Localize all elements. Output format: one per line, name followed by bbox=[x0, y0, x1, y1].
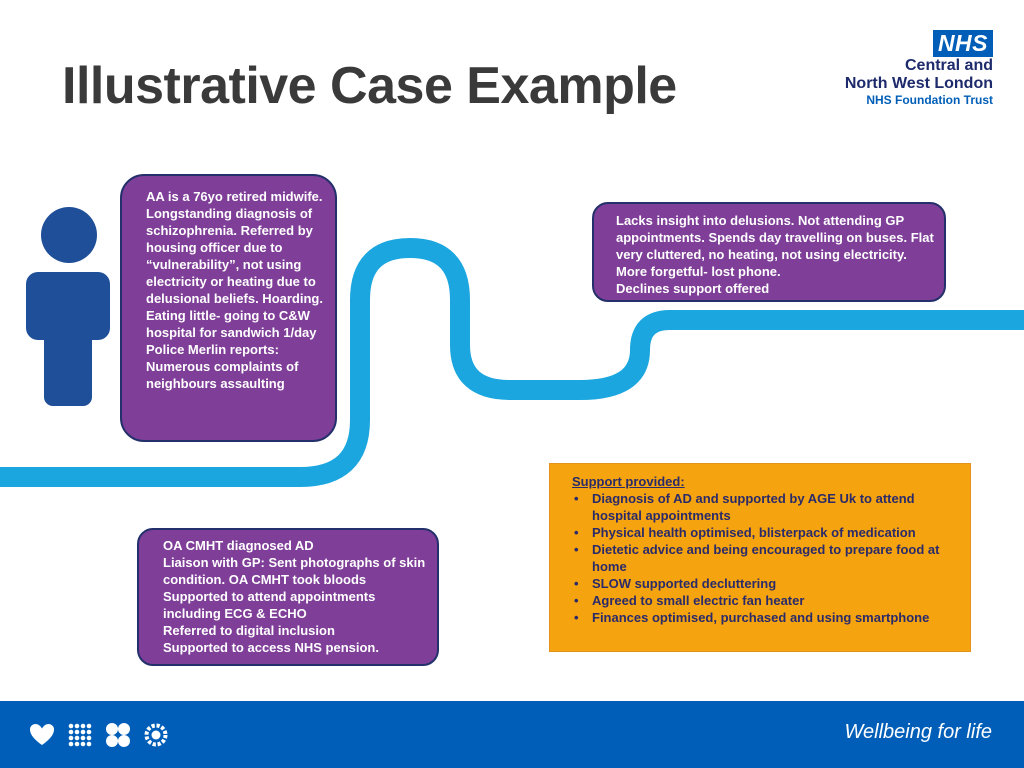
support-item: SLOW supported decluttering bbox=[572, 575, 958, 592]
tagline: Wellbeing for life bbox=[844, 721, 992, 743]
footer-icons bbox=[28, 721, 170, 749]
case-intro-text: AA is a 76yo retired midwife. Longstandi… bbox=[146, 189, 323, 340]
heart-icon bbox=[30, 724, 54, 745]
nhs-badge: NHS bbox=[932, 30, 993, 57]
case-police-text: Police Merlin reports: Numerous complain… bbox=[146, 342, 299, 391]
slide-title: Illustrative Case Example bbox=[62, 57, 677, 115]
logo-line-3: NHS Foundation Trust bbox=[866, 93, 993, 107]
cmht-line: OA CMHT diagnosed AD bbox=[163, 538, 314, 553]
journey-path-line bbox=[0, 238, 1024, 487]
person-icon bbox=[26, 207, 110, 406]
cmht-line: Referred to digital inclusion bbox=[163, 623, 335, 638]
support-heading: Support provided: bbox=[572, 474, 685, 489]
case-insight-box: Lacks insight into delusions. Not attend… bbox=[592, 202, 946, 302]
dots-grid-icon bbox=[68, 723, 92, 747]
case-declines-text: Declines support offered bbox=[616, 281, 770, 296]
footer-bar: Wellbeing for life bbox=[0, 701, 1024, 768]
support-list: Diagnosis of AD and supported by AGE Uk … bbox=[572, 490, 958, 626]
cmht-line: Liaison with GP: Sent photographs of ski… bbox=[163, 555, 426, 587]
support-item: Physical health optimised, blisterpack o… bbox=[572, 524, 958, 541]
support-item: Dietetic advice and being encouraged to … bbox=[572, 541, 958, 575]
cmht-line: Supported to access NHS pension. bbox=[163, 640, 379, 655]
case-intro-box: AA is a 76yo retired midwife. Longstandi… bbox=[120, 174, 337, 442]
support-item: Finances optimised, purchased and using … bbox=[572, 609, 958, 626]
sun-icon bbox=[144, 723, 168, 747]
case-insight-text: Lacks insight into delusions. Not attend… bbox=[616, 213, 934, 279]
logo-line-2: North West London bbox=[844, 75, 993, 92]
cmht-line: Supported to attend appointments includi… bbox=[163, 589, 376, 621]
logo-line-1: Central and bbox=[904, 57, 993, 74]
support-box: Support provided: Diagnosis of AD and su… bbox=[549, 463, 971, 652]
support-item: Agreed to small electric fan heater bbox=[572, 592, 958, 609]
flower-icon bbox=[106, 723, 130, 747]
cmht-box: OA CMHT diagnosed AD Liaison with GP: Se… bbox=[137, 528, 439, 666]
support-item: Diagnosis of AD and supported by AGE Uk … bbox=[572, 490, 958, 524]
nhs-logo: NHS Central and North West London NHS Fo… bbox=[845, 30, 993, 107]
